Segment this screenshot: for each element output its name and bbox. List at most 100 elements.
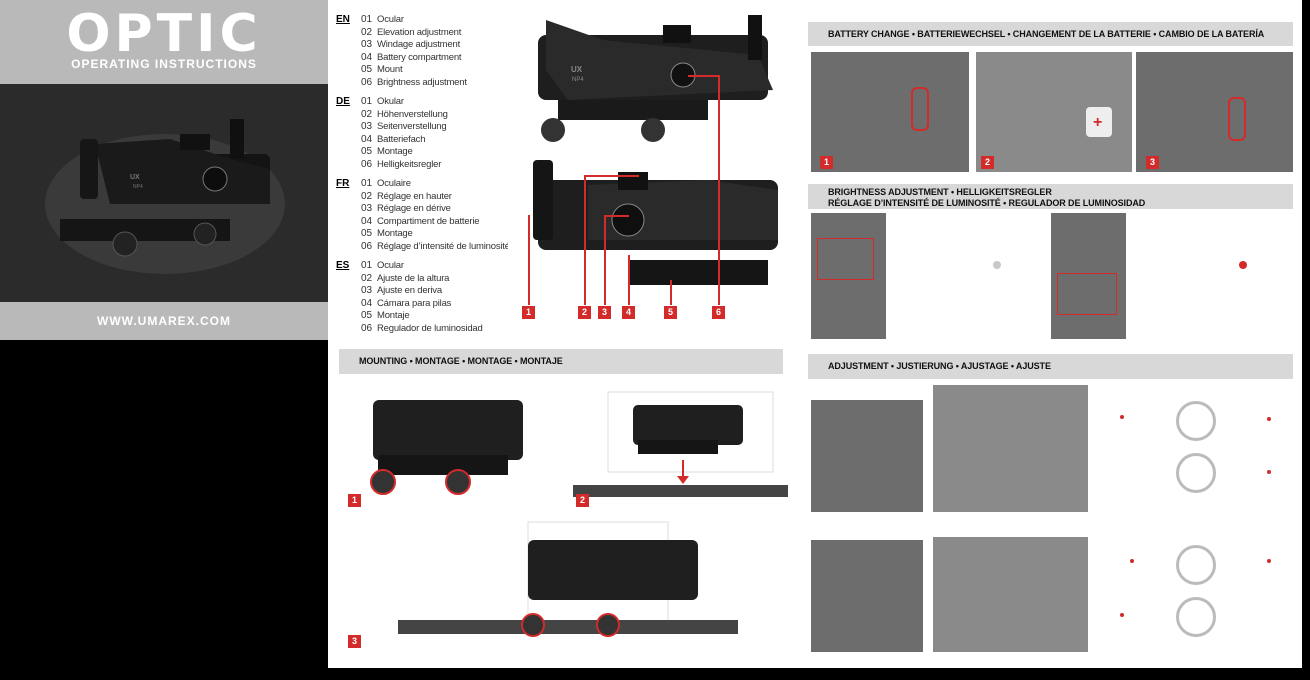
callout-number: 5 [664, 306, 677, 319]
reticle-dot [1120, 613, 1124, 617]
brightness-dial-photo-off [811, 213, 886, 339]
legend-lang-code: ES [336, 260, 350, 271]
callout-line [688, 75, 718, 77]
reticle-on-dot [1239, 261, 1247, 269]
reticle-dot [1130, 559, 1134, 563]
reticle-dot [1267, 470, 1271, 474]
legend-lang-code: DE [336, 96, 350, 107]
battery-step-number: 3 [1146, 156, 1159, 169]
dial-highlight [817, 238, 874, 280]
adjustment-header: ADJUSTMENT • JUSTIERUNG • AJUSTAGE • AJU… [808, 354, 1293, 379]
minus-dial-icon [1176, 401, 1216, 441]
callout-number: 1 [522, 306, 535, 319]
battery-step-number: 1 [820, 156, 833, 169]
cover-website: WWW.UMAREX.COM [0, 302, 328, 340]
battery-step2-photo: + [976, 52, 1132, 172]
plus-icon: + [1093, 114, 1103, 131]
reticle-off-dot [993, 261, 1001, 269]
minus-dial-icon [1176, 597, 1216, 637]
windage-cap-photo [933, 537, 1088, 652]
mounting-step1-image [370, 400, 523, 495]
brightness-dial-photo-on [1051, 213, 1126, 339]
callout-number: 2 [578, 306, 591, 319]
callout-line [670, 280, 672, 305]
mounting-step3-image [398, 521, 738, 637]
parts-diagram [533, 15, 778, 285]
cover-header-band [0, 0, 328, 84]
mounting-header: MOUNTING • MONTAGE • MONTAGE • MONTAJE [339, 349, 783, 374]
reticle-dot [1267, 417, 1271, 421]
mounting-step-number: 2 [576, 494, 589, 507]
cover-scope-logo: UX [130, 174, 140, 181]
callout-line [584, 175, 639, 177]
battery-step3-photo [1136, 52, 1293, 172]
callout-line [628, 255, 630, 305]
cover-title: OPTIC [66, 4, 262, 64]
dial-highlight [1057, 273, 1117, 315]
battery-header: BATTERY CHANGE • BATTERIEWECHSEL • CHANG… [808, 22, 1293, 46]
mounting-panel: MOUNTING • MONTAGE • MONTAGE • MONTAJE 1… [328, 340, 808, 668]
brightness-header: BRIGHTNESS ADJUSTMENT • HELLIGKEITSREGLE… [808, 184, 1293, 209]
rotate-highlight [1228, 97, 1246, 141]
cover-product-photo: UX NP4 [0, 84, 328, 302]
battery-step1-photo [811, 52, 969, 172]
elevation-turret-photo [811, 400, 923, 512]
windage-turret-photo [811, 540, 923, 652]
reticle-dot [1120, 415, 1124, 419]
parts-diagram-panel: 1 2 3 4 5 6 UX NP4 [508, 0, 808, 340]
callout-line [528, 215, 530, 305]
callout-line [604, 215, 629, 217]
mounting-step-number: 3 [348, 635, 361, 648]
cover-scope-model: NP4 [133, 184, 143, 190]
callout-number: 6 [712, 306, 725, 319]
diagram-scope-model: NP4 [572, 77, 584, 83]
battery-step-number: 2 [981, 156, 994, 169]
adjustment-panel: ADJUSTMENT • JUSTIERUNG • AJUSTAGE • AJU… [808, 345, 1302, 668]
battery-panel: BATTERY CHANGE • BATTERIEWECHSEL • CHANG… [808, 0, 1302, 180]
diagram-scope-logo: UX [571, 65, 583, 74]
callout-line [718, 75, 720, 305]
mounting-step-number: 1 [348, 494, 361, 507]
mounting-step2-image [573, 391, 788, 497]
minus-dial-icon [1176, 545, 1216, 585]
battery-icon [1086, 107, 1112, 137]
callout-number: 4 [622, 306, 635, 319]
callout-line [584, 175, 586, 305]
legend-lang-code: EN [336, 14, 350, 25]
scope-product-image [45, 119, 285, 274]
rotate-highlight [911, 87, 929, 131]
cover-subtitle: OPERATING INSTRUCTIONS [71, 57, 257, 71]
reticle-dot [1267, 559, 1271, 563]
callout-line [604, 215, 606, 305]
callout-number: 3 [598, 306, 611, 319]
